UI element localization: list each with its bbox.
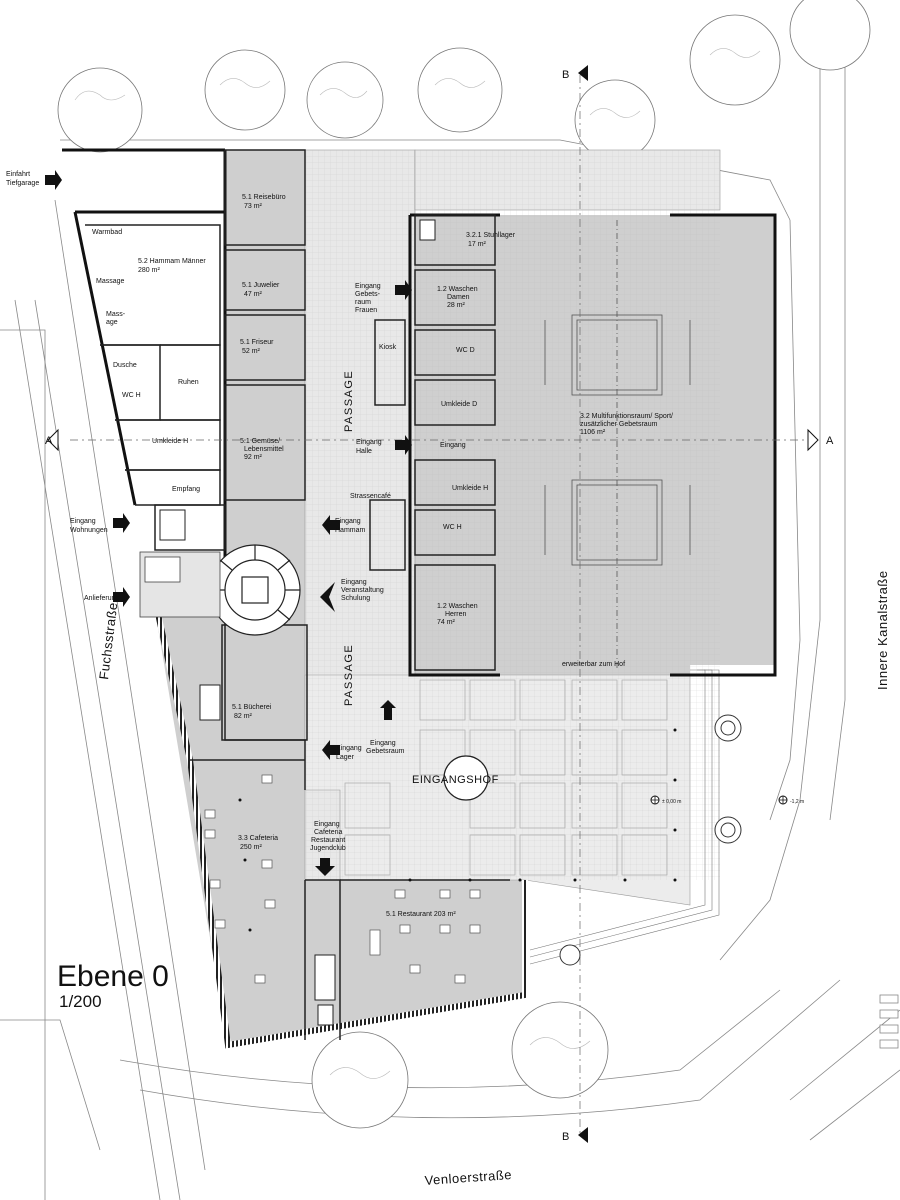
courtyard-fountain [443,755,489,801]
eingangshof-label: EINGANGSHOF [412,774,499,786]
room-massage-1: Massage [96,278,125,285]
cafeteria-furniture [204,774,481,984]
room-kiosk: Kiosk [379,344,397,351]
passage-label-upper: PASSAGE [343,370,355,432]
street-fuchs: Fuchsstraße [96,601,120,680]
columns [238,728,677,932]
tree-pits [559,714,742,966]
entrance-arrows [45,170,412,876]
label-eingang-mid: Eingang [440,442,466,449]
room-massage-2: Mass-age [106,311,126,326]
room-umkleide-h-right: Umkleide H [452,485,488,492]
room-wc-h-left: WC H [122,392,141,399]
passage-label-lower: PASSAGE [343,644,355,706]
label-anlieferung: Anlieferung [84,595,120,602]
section-lines [70,75,820,1135]
room-wc-d: WC D [456,347,475,354]
trees [57,0,871,1129]
section-b-top: B [562,69,569,81]
street-venlo: Venloerstraße [424,1167,512,1188]
level-zero: ± 0,00 m [662,799,681,805]
stair-blocks [159,219,436,1026]
level-minus: -1,2 m [790,799,804,805]
section-marker-icons [47,65,819,1143]
level-marker-icons [650,795,788,805]
room-warmbad: Warmbad [92,229,122,236]
room-multifunktion: 3.2 Multifunktionsraum/ Sport/zusätzlich… [580,413,673,436]
plan-title: Ebene 0 [57,960,169,993]
spiral-stair [209,544,301,636]
label-erweiterbar: erweiterbar zum Hof [562,661,625,668]
tree-scribbles [74,48,761,1079]
hatched-wall [152,599,528,1049]
section-b-bottom: B [562,1131,569,1143]
crosswalk [879,994,899,1049]
passage-area [304,149,721,906]
section-a-right: A [826,435,834,447]
room-strassencafe: Strassencafé [350,493,391,500]
room-dusche: Dusche [113,362,137,369]
room-wc-h-right: WC H [443,524,462,531]
hall-courts [544,220,691,670]
room-restaurant: 5.1 Restaurant 203 m² [386,911,456,918]
courtyard-grid [344,679,668,876]
plan-scale: 1/200 [59,992,102,1011]
street-kanal: Innere Kanalstraße [875,570,890,690]
room-umkleide-h-left: Umkleide H [152,438,188,445]
room-empfang: Empfang [172,486,200,493]
section-a-left: A [45,435,53,447]
steps [529,669,720,965]
thin-walls [85,149,496,741]
room-umkleide-d: Umkleide D [441,401,477,408]
delivery-ramp [139,551,221,618]
room-ruhen: Ruhen [178,379,199,386]
